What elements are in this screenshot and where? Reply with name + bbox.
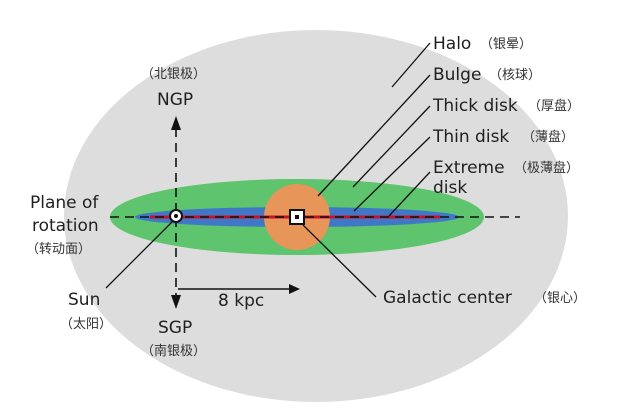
sgp-arrowhead: [171, 295, 181, 309]
halo-leader-line: [391, 42, 431, 88]
thin-disk-label: Thin disk: [433, 127, 510, 147]
thin-disk-label-zh: （薄盘）: [522, 130, 575, 145]
sun-marker-dot: [174, 214, 178, 218]
sun-label-zh: （太阳）: [60, 317, 113, 332]
scale-bar-arrowhead: [289, 284, 300, 294]
halo-label-zh: （银晕）: [480, 37, 533, 52]
sgp-label: SGP: [158, 318, 193, 338]
galactic-center-marker-dot: [295, 215, 299, 219]
bulge-label-zh: （核球）: [489, 68, 542, 83]
sun-leader-line: [105, 221, 173, 289]
scale-label: 8 kpc: [218, 291, 265, 311]
bulge-leader-line: [317, 74, 431, 197]
bulge-label: Bulge: [433, 65, 482, 85]
extreme-disk-label: Extreme: [433, 158, 505, 178]
sun-label: Sun: [68, 290, 101, 310]
thick-disk-label: Thick disk: [433, 96, 518, 116]
plane-label-line2: rotation: [32, 216, 99, 236]
extreme-disk-leader-line: [388, 171, 431, 217]
galactic-center-label-zh: （银心）: [534, 291, 587, 306]
thin-disk-leader-line: [353, 136, 431, 212]
thick-disk-label-zh: （厚盘）: [528, 99, 581, 114]
extreme-disk-label-line2: disk: [433, 178, 468, 198]
thick-disk-leader-line: [352, 105, 431, 188]
halo-label: Halo: [433, 34, 472, 54]
plane-label-line1: Plane of: [30, 193, 99, 213]
galactic-center-leader-line: [302, 224, 377, 298]
plane-label-zh: （转动面）: [26, 242, 92, 257]
sgp-label-zh: （南银极）: [141, 344, 207, 359]
ngp-label: NGP: [157, 90, 194, 110]
ngp-label-zh: （北银极）: [141, 67, 207, 82]
ngp-arrowhead: [171, 116, 181, 130]
extreme-disk-label-zh: （极薄盘）: [514, 161, 580, 176]
galactic-center-label: Galactic center: [383, 288, 512, 308]
